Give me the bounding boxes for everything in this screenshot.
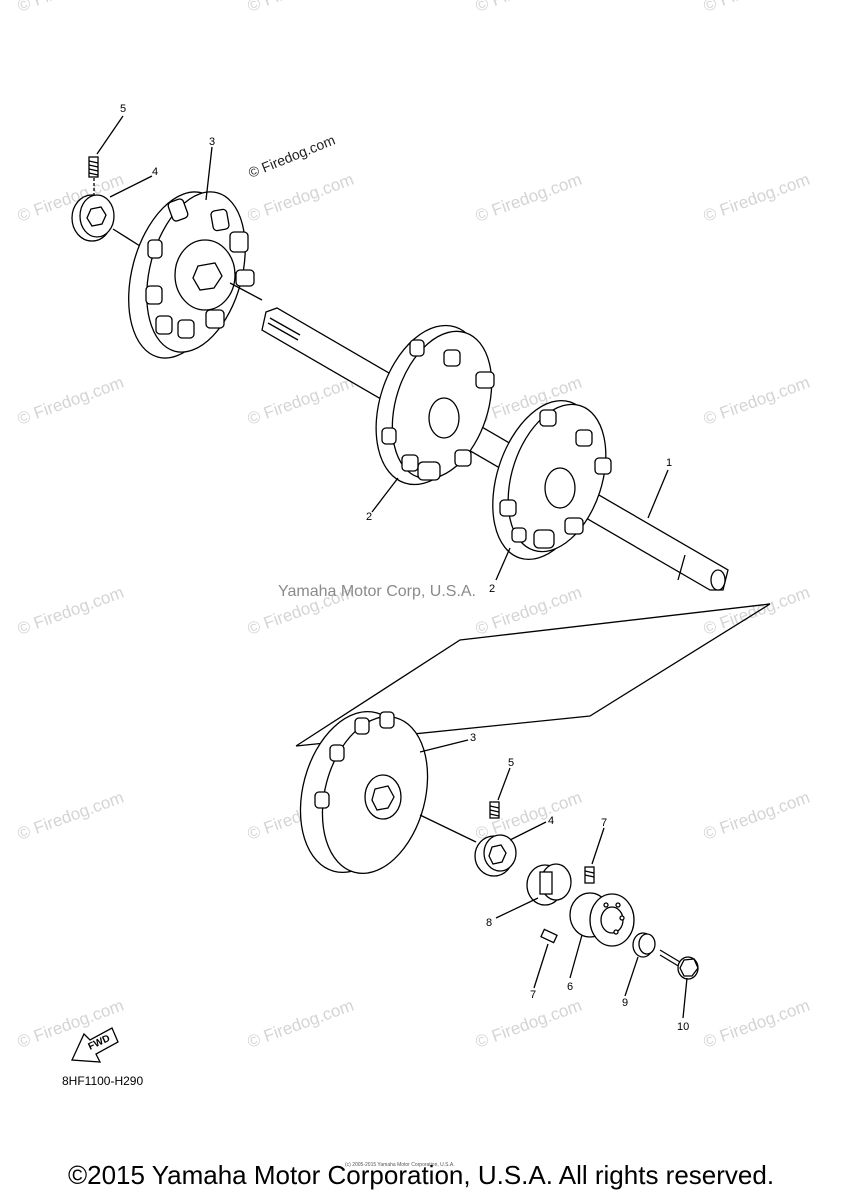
watermark-text: © Firedog.com <box>473 996 584 1052</box>
sprocket-left <box>375 324 495 486</box>
sprocket-right <box>492 399 612 561</box>
diagram-part-code: 8HF1100-H290 <box>62 1074 144 1088</box>
callout-3-bottom: 3 <box>470 732 476 744</box>
bolt <box>659 949 699 980</box>
copyright-footer: ©2015 Yamaha Motor Corporation, U.S.A. A… <box>67 1160 775 1190</box>
collar-bottom <box>474 834 517 877</box>
bearing <box>569 892 635 947</box>
watermark-text: © Firedog.com <box>473 0 584 16</box>
watermark-text: © Firedog.com <box>473 170 584 226</box>
watermark-text: © Firedog.com <box>701 170 812 226</box>
callout-10: 10 <box>677 1021 689 1033</box>
drive-shaft <box>261 307 729 591</box>
callout-9: 9 <box>622 997 628 1009</box>
watermark-text: © Firedog.com <box>15 0 126 16</box>
callout-3-top: 3 <box>209 136 215 148</box>
watermark-text: © Firedog.com <box>701 788 812 844</box>
assembly-link-line <box>295 603 771 747</box>
watermark-text: © Firedog.com <box>701 373 812 429</box>
callout-2-left: 2 <box>366 511 372 523</box>
collar-top <box>71 194 141 247</box>
watermark-text: © Firedog.com <box>15 788 126 844</box>
callout-7-bottom: 7 <box>530 989 536 1001</box>
callout-8: 8 <box>486 917 492 929</box>
tiny-copyright: (c) 2005-2015 Yamaha Motor Corporation, … <box>345 1162 455 1168</box>
set-screw-7a <box>584 866 595 884</box>
washer <box>632 932 656 958</box>
watermark-layer: © Firedog.com © Firedog.com © Firedog.com ©… <box>15 0 812 1052</box>
callout-2-right: 2 <box>489 583 495 595</box>
idler-wheel-bottom <box>299 711 477 875</box>
watermark-text: © Firedog.com <box>245 996 356 1052</box>
callout-5-top: 5 <box>120 103 126 115</box>
idler-wheel-top <box>128 191 263 359</box>
watermark-text: © Firedog.com <box>245 0 356 16</box>
callout-leaders <box>96 115 688 1019</box>
callout-7-top: 7 <box>601 817 607 829</box>
watermark-text: © Firedog.com <box>701 0 812 16</box>
watermark-text: © Firedog.com <box>245 373 356 429</box>
callout-4-bottom: 4 <box>548 815 554 827</box>
watermark-text: © Firedog.com <box>701 996 812 1052</box>
callout-6: 6 <box>567 981 573 993</box>
callout-4-top: 4 <box>152 166 158 178</box>
set-screw-7b <box>540 928 558 944</box>
bearing-housing <box>526 863 572 906</box>
watermark-text: © Firedog.com <box>245 170 356 226</box>
fwd-arrow-icon: FWD <box>71 1027 119 1063</box>
center-watermark: Yamaha Motor Corp, U.S.A. <box>278 583 476 600</box>
watermark-text: © Firedog.com <box>15 373 126 429</box>
set-screw-bottom <box>489 801 500 819</box>
callout-1: 1 <box>666 457 672 469</box>
watermark-text: © Firedog.com <box>15 583 126 639</box>
callout-5-bottom: 5 <box>508 757 514 769</box>
